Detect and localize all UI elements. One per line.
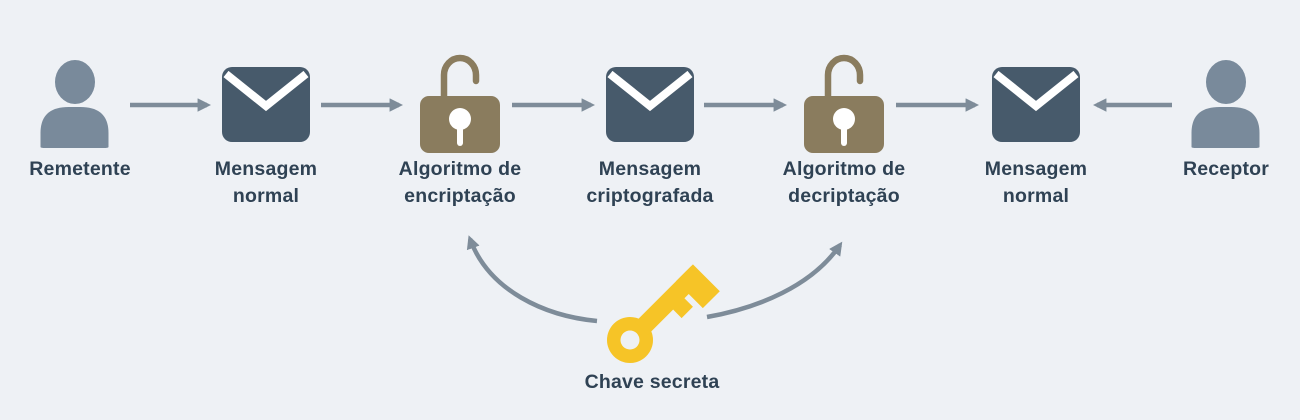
label-encrypted-message: Mensagem criptografada [550,156,750,210]
label-plain-message-2: Mensagem normal [936,156,1136,210]
label-line: decriptação [788,185,900,207]
label-line: Algoritmo de [782,158,906,180]
envelope-icon [222,67,310,142]
label-receiver: Receptor [1126,156,1300,183]
label-line: Mensagem [598,158,702,180]
envelope-icon [992,67,1080,142]
curved-arrow-icon [706,241,843,320]
person-icon [40,60,109,148]
label-line: encriptação [404,185,516,207]
label-line: Algoritmo de [398,158,522,180]
label-secret-key: Chave secreta [552,369,752,396]
label-encryption-algorithm: Algoritmo de encriptação [360,156,560,210]
label-sender: Remetente [0,156,180,183]
label-decryption-algorithm: Algoritmo de decriptação [744,156,944,210]
label-line: Remetente [29,158,131,180]
padlock-icon [420,54,500,153]
label-plain-message-1: Mensagem normal [166,156,366,210]
label-line: Receptor [1182,158,1270,180]
curved-arrow-icon [466,235,598,324]
label-line: normal [1002,185,1070,207]
envelope-icon [606,67,694,142]
label-line: Mensagem [984,158,1088,180]
label-line: normal [232,185,300,207]
padlock-icon [804,54,884,153]
label-line: criptografada [586,185,714,207]
label-line: Chave secreta [584,371,720,393]
person-icon [1191,60,1260,148]
key-icon [607,264,720,363]
label-line: Mensagem [214,158,318,180]
